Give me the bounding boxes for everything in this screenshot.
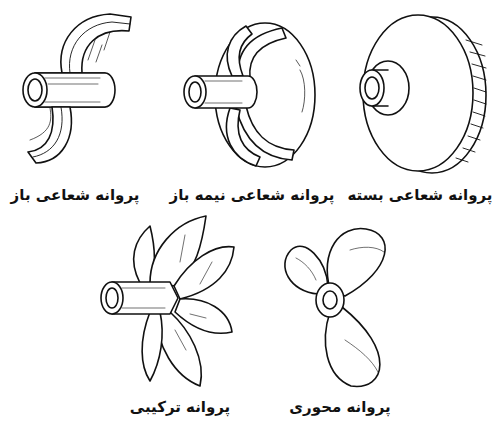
shading	[45, 78, 100, 102]
shading	[296, 247, 384, 372]
vane	[61, 14, 131, 73]
part-label: پروانه شعاعی باز	[9, 186, 142, 204]
blade	[325, 307, 379, 386]
open-impeller	[23, 14, 131, 163]
shading	[122, 235, 212, 350]
hub-bore	[365, 77, 379, 99]
hub-end	[101, 282, 123, 314]
vane	[28, 107, 71, 163]
vane	[226, 108, 260, 166]
hub-bore	[28, 79, 42, 101]
hub-end	[360, 70, 384, 106]
semi-open-impeller	[184, 23, 315, 167]
hub-end	[316, 283, 344, 317]
hub-end	[184, 76, 206, 108]
vane-edge	[69, 22, 130, 73]
part-label: پروانه ترکیبی	[128, 398, 233, 416]
blade	[174, 247, 234, 299]
mixed-impeller	[101, 216, 234, 386]
blade	[142, 312, 162, 381]
hub-bore	[106, 288, 118, 308]
axial-impeller	[285, 229, 385, 387]
hub-bore	[323, 291, 337, 309]
vane	[227, 26, 252, 76]
hub-end	[23, 73, 47, 107]
part-label: پروانه شعاعی نیمه باز	[168, 186, 337, 204]
vane-edge	[33, 107, 62, 157]
closed-impeller	[360, 15, 486, 173]
shading	[205, 81, 242, 103]
shading	[296, 60, 305, 112]
part-label: پروانه محوری	[287, 398, 392, 416]
hub-bore	[189, 82, 201, 102]
part-label: پروانه شعاعی بسته	[346, 186, 495, 204]
